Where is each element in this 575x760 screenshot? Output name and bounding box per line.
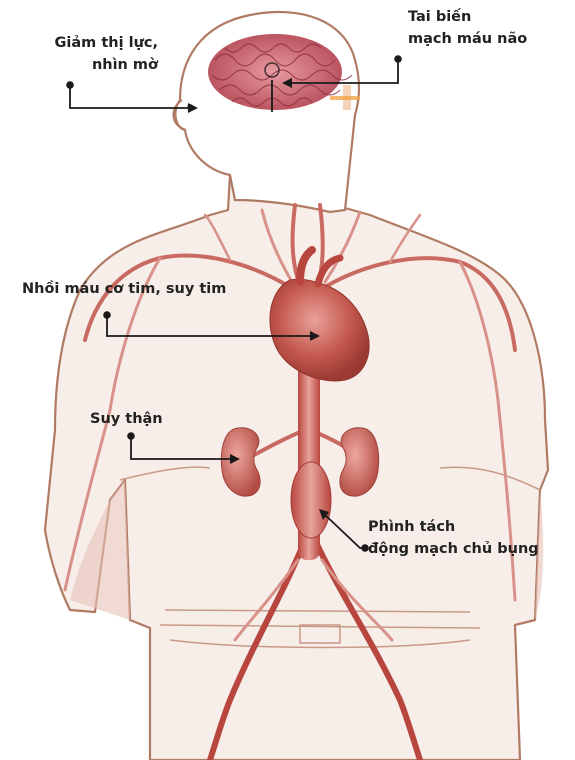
stroke-label: Tai biến mạch máu não [408,6,527,50]
aneurysm-label-line2: động mạch chủ bụng [368,538,539,560]
aneurysm-icon [291,462,331,538]
stroke-label-line2: mạch máu não [408,28,527,50]
heart-marker-icon [103,311,111,319]
stroke-label-line1: Tai biến [408,6,527,28]
vision-label-line1: Giảm thị lực, [28,32,158,54]
aneurysm-label-line1: Phình tách [368,516,539,538]
kidney-marker-icon [127,432,135,440]
kidney-label: Suy thận [90,408,163,430]
vision-label: Giảm thị lực, nhìn mờ [28,32,158,76]
stroke-marker-icon [394,55,402,63]
vision-label-line2: nhìn mờ [28,54,158,76]
right-kidney-icon [340,428,379,496]
heart-label: Nhồi máu cơ tim, suy tim [22,278,226,300]
aneurysm-label: Phình tách động mạch chủ bụng [368,516,539,560]
left-kidney-icon [221,428,260,496]
vision-marker-icon [66,81,74,89]
